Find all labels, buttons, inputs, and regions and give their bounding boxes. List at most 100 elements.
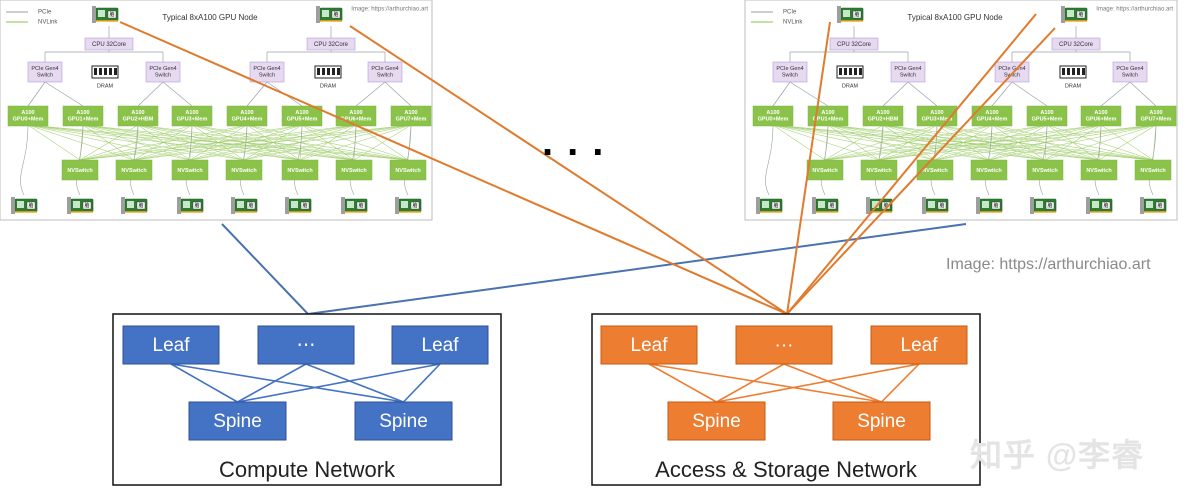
gpu-label-line: A100: [295, 110, 308, 116]
cpu-label: CPU 32Core: [314, 42, 349, 48]
leaf-box: [870, 325, 968, 365]
nic-bracket: [11, 197, 15, 214]
cpu-label: CPU 32Core: [92, 42, 127, 48]
dram: DRAM: [314, 65, 342, 89]
nic-bracket: [177, 197, 181, 214]
cpu-label: CPU 32Core: [1059, 42, 1094, 48]
nvswitch: NVSwitch: [860, 159, 898, 181]
nvswitch-label: NVSwitch: [922, 168, 948, 174]
pcie-switch-label-line: PCIe Gen4: [998, 66, 1025, 72]
nic-chip: [818, 201, 825, 208]
gpu-label-line: A100: [349, 110, 362, 116]
gpu-label-line: A100: [766, 110, 779, 116]
nvswitch: NVSwitch: [335, 159, 373, 181]
nic-card-icon: 脑: [922, 197, 949, 214]
dram-chip: [1077, 68, 1080, 75]
leaf-spine-link: [648, 363, 882, 403]
nic-card-icon: 脑: [1030, 197, 1057, 214]
dram-label: DRAM: [97, 83, 114, 89]
nic-label-box: [827, 201, 837, 210]
nic-label: 脑: [84, 202, 89, 209]
dram-chip: [114, 68, 117, 75]
leaf-label: Leaf: [631, 335, 669, 356]
compute-link-right: [307, 223, 967, 315]
nic-label: 脑: [109, 11, 114, 18]
spine-box: [832, 401, 931, 441]
nic-card-icon: 脑: [92, 6, 119, 23]
nvswitch: NVSwitch: [1026, 159, 1064, 181]
gpu-label-line: A100: [21, 110, 34, 116]
cpu: CPU 32Core: [306, 37, 356, 51]
nvlink-line: [824, 124, 1102, 161]
gpu-box: [862, 105, 904, 127]
gpu-label-line: GPU7+Mem: [396, 117, 427, 123]
leaf-label: Leaf: [153, 335, 191, 356]
nic-bracket: [922, 197, 926, 214]
nvswitch-label: NVSwitch: [177, 168, 203, 174]
node-title: Typical 8xA100 GPU Node: [162, 13, 258, 22]
pcie-switch-box: [1112, 61, 1148, 83]
dram-chip: [104, 68, 107, 75]
legend-label: NVLink: [38, 20, 58, 26]
dram-chip: [327, 68, 330, 75]
pcie-line: [246, 81, 268, 107]
pcie-line: [789, 81, 829, 107]
dram-chip: [332, 68, 335, 75]
gpu-label-line: A100: [1149, 110, 1162, 116]
pcie-line: [384, 81, 412, 107]
nvlink-line: [824, 124, 993, 161]
pcie-switch-box: [367, 61, 403, 83]
dram-chip: [1067, 68, 1070, 75]
nvswitch-label: NVSwitch: [395, 168, 421, 174]
nvlink-line: [988, 124, 1157, 161]
nvswitch-label: NVSwitch: [1032, 168, 1058, 174]
nic-label-box: [937, 201, 947, 210]
nvswitch: NVSwitch: [1080, 159, 1118, 181]
nvlink-line: [772, 124, 826, 161]
gpu-label-line: GPU7+Mem: [1141, 117, 1172, 123]
nic-label: 脑: [993, 202, 998, 209]
pcie-switch-box: [249, 61, 285, 83]
leaf-switch: ···: [735, 325, 833, 365]
leaf-spine-link: [783, 363, 882, 403]
nic-card-icon: 脑: [316, 6, 343, 23]
pcie-switch-label-line: Switch: [782, 73, 798, 79]
nic-bracket: [316, 6, 320, 23]
leaf-box: [257, 325, 355, 365]
dram: DRAM: [1059, 65, 1087, 89]
nic-card-icon: 脑: [67, 197, 94, 214]
pcie-switch-box: [772, 61, 808, 83]
nic-chip: [98, 10, 105, 17]
pcie-line: [1100, 81, 1131, 107]
nic-label: 脑: [1103, 202, 1108, 209]
nic-label-box: [331, 10, 341, 19]
leaf-spine-link: [170, 363, 404, 403]
nvswitch-box: [1026, 159, 1064, 181]
pcie-switch-label-line: PCIe Gen4: [253, 66, 280, 72]
dram-chip: [859, 68, 862, 75]
pcie-switch-label-line: Switch: [37, 73, 53, 79]
nvlink-line: [934, 124, 1157, 161]
legend-label: NVLink: [783, 20, 803, 26]
nvswitch-box: [1080, 159, 1118, 181]
nic-chip: [237, 201, 244, 208]
nic-bracket: [1030, 197, 1034, 214]
gpu-label-line: A100: [240, 110, 253, 116]
nic-card-icon: 脑: [1140, 197, 1167, 214]
nic-label: 脑: [1047, 202, 1052, 209]
cpu-label: CPU 32Core: [837, 42, 872, 48]
nic-label-box: [26, 201, 36, 210]
pcie-switch-label-line: Switch: [900, 73, 916, 79]
